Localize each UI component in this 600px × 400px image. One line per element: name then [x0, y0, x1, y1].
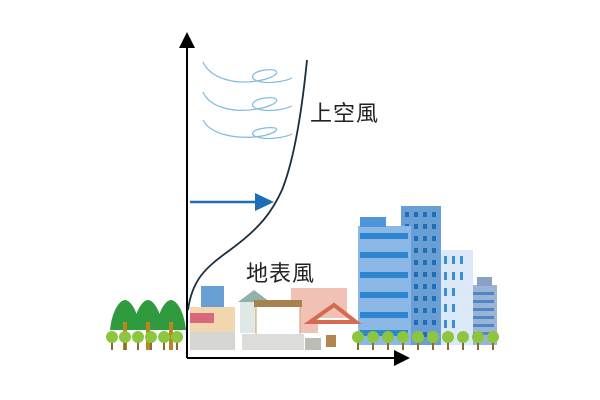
tree-trunk: [111, 340, 113, 350]
tree: [367, 331, 379, 343]
window: [423, 308, 427, 313]
tree: [442, 331, 454, 343]
window: [432, 212, 436, 217]
tree: [457, 331, 469, 343]
tree-trunk: [492, 340, 494, 350]
window: [423, 332, 427, 337]
window: [432, 272, 436, 277]
city-illustration: [106, 206, 499, 350]
tree-trunk: [432, 340, 434, 350]
tree-trunk: [447, 340, 449, 350]
window: [423, 272, 427, 277]
tree: [472, 331, 484, 343]
window: [423, 224, 427, 229]
window: [414, 296, 418, 301]
tree: [427, 331, 439, 343]
tree: [352, 331, 364, 343]
window: [432, 284, 436, 289]
wind-speed-arrow: [190, 193, 274, 211]
y-axis: [179, 32, 195, 358]
window: [423, 212, 427, 217]
window: [405, 212, 409, 217]
window: [423, 320, 427, 325]
window: [423, 296, 427, 301]
window: [414, 308, 418, 313]
tree: [132, 331, 144, 343]
window: [414, 320, 418, 325]
window: [432, 248, 436, 253]
window: [432, 296, 436, 301]
window: [414, 284, 418, 289]
tree-trunk: [402, 340, 404, 350]
tree-trunk: [357, 340, 359, 350]
upper-wind-swirls: [202, 61, 293, 140]
window: [414, 248, 418, 253]
tree: [119, 331, 131, 343]
window: [432, 236, 436, 241]
window: [423, 284, 427, 289]
window: [423, 260, 427, 265]
window: [414, 212, 418, 217]
x-axis: [187, 350, 410, 366]
window: [432, 320, 436, 325]
tree-trunk: [387, 340, 389, 350]
tree: [412, 331, 424, 343]
tree-trunk: [176, 340, 178, 350]
tree: [145, 331, 157, 343]
tree-trunk: [163, 340, 165, 350]
tree: [397, 331, 409, 343]
tree: [171, 331, 183, 343]
window: [432, 260, 436, 265]
tree-trunk: [477, 340, 479, 350]
tree-trunk: [150, 340, 152, 350]
window: [432, 224, 436, 229]
window: [414, 272, 418, 277]
window: [432, 308, 436, 313]
tree-trunk: [124, 340, 126, 350]
window: [414, 224, 418, 229]
surface-wind-label: 地表風: [246, 262, 316, 287]
upper-wind-label: 上空風: [310, 102, 380, 127]
tree: [106, 331, 118, 343]
tree-trunk: [372, 340, 374, 350]
tree: [487, 331, 499, 343]
tree-trunk: [417, 340, 419, 350]
window: [423, 236, 427, 241]
window: [414, 260, 418, 265]
window: [423, 248, 427, 253]
tree-trunk: [462, 340, 464, 350]
tree-trunk: [137, 340, 139, 350]
window: [414, 236, 418, 241]
wind-profile-curve: [187, 59, 308, 311]
tree: [158, 331, 170, 343]
tree: [382, 331, 394, 343]
